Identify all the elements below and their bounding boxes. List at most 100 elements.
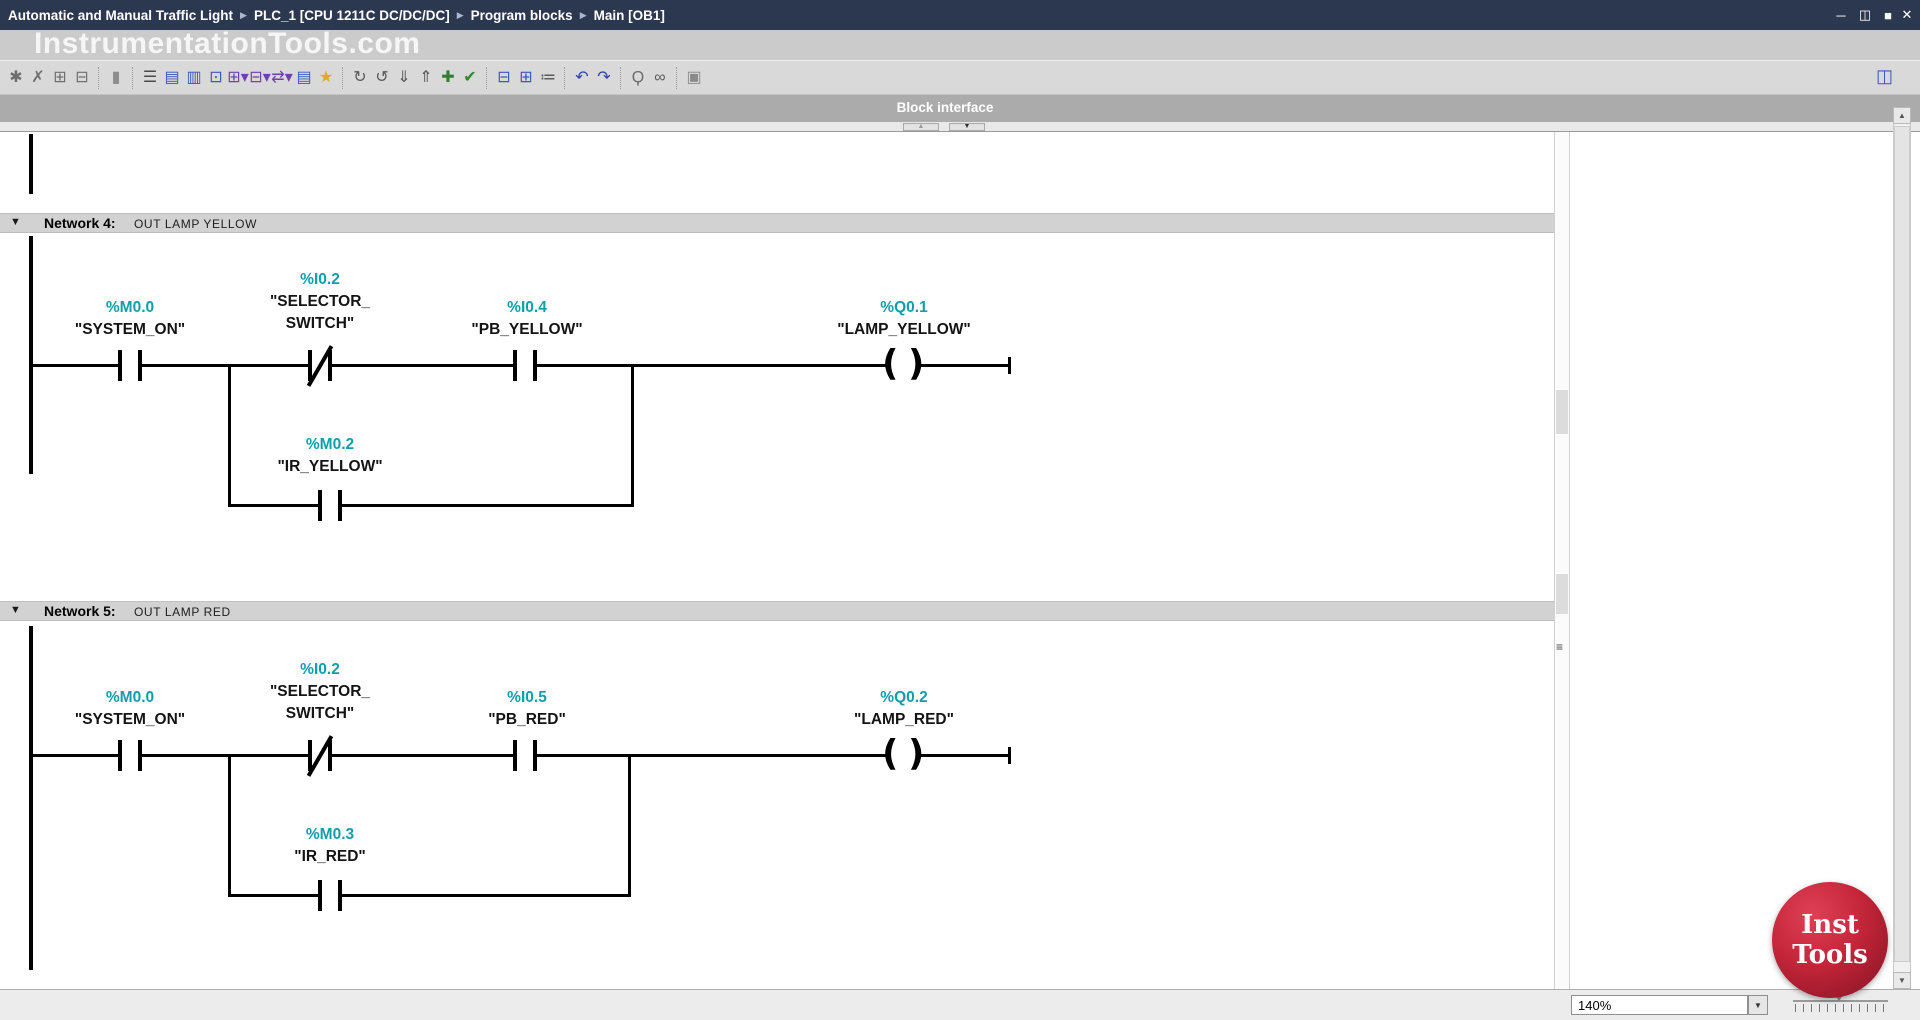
network-comments-toggle-icon[interactable]: ▥ bbox=[186, 68, 202, 86]
network4-header[interactable] bbox=[0, 213, 1554, 233]
collapse-all-networks-icon[interactable]: ⊟ bbox=[497, 68, 511, 86]
interface-expand-button[interactable]: ▲ bbox=[903, 123, 939, 131]
no-contact-symbol[interactable] bbox=[533, 350, 537, 381]
split-editor-icon[interactable]: ◫ bbox=[1876, 66, 1894, 86]
favorites-pane-toggle-icon[interactable]: ▤ bbox=[296, 68, 312, 86]
editor-toolbar: ✱✗⊞⊟▮☰▤▥⊡⊞▾⊟▾⇄▾▤★↻↺⇓⇑✚✔⊟⊞≔↶↷Ϙ∞▣ bbox=[0, 60, 1920, 94]
go-to-previous-icon[interactable]: ↶ bbox=[575, 68, 589, 86]
load-actual-values-icon[interactable]: ✚ bbox=[441, 68, 455, 86]
branch-wire bbox=[628, 755, 631, 897]
breadcrumb-program-blocks[interactable]: Program blocks bbox=[470, 7, 573, 23]
no-contact-symbol[interactable] bbox=[513, 740, 517, 771]
no-contact-symbol[interactable] bbox=[118, 350, 122, 381]
operand-name: "SELECTOR_ bbox=[269, 683, 371, 700]
download-snapshots-icon[interactable]: ⇓ bbox=[397, 68, 411, 86]
operand-address: %M0.0 bbox=[105, 689, 155, 706]
keep-actual-values-icon[interactable]: ▮ bbox=[111, 68, 121, 86]
operand-name: "SELECTOR_ bbox=[269, 293, 371, 310]
branch-wire bbox=[228, 755, 231, 897]
operand-name: "SYSTEM_ON" bbox=[74, 711, 186, 728]
breadcrumb-arrow-icon: ▶ bbox=[456, 9, 464, 20]
favorites-icon[interactable]: ★ bbox=[318, 68, 334, 86]
no-contact-symbol[interactable] bbox=[118, 740, 122, 771]
retentive-memory-icon[interactable]: ▣ bbox=[686, 68, 702, 86]
network5-header[interactable] bbox=[0, 601, 1554, 621]
upload-snapshots-icon[interactable]: ⇑ bbox=[419, 68, 433, 86]
network5-comment: OUT LAMP RED bbox=[134, 605, 231, 619]
zoom-dropdown-button[interactable]: ▼ bbox=[1748, 995, 1768, 1015]
network4-title: Network 4: bbox=[44, 215, 116, 231]
free-form-comments-icon[interactable]: ⊡ bbox=[209, 68, 223, 86]
insert-network-icon[interactable]: ✱ bbox=[9, 68, 23, 86]
nc-contact-symbol[interactable] bbox=[308, 350, 312, 381]
go-to-next-icon[interactable]: ↷ bbox=[597, 68, 611, 86]
no-contact-symbol[interactable] bbox=[513, 350, 517, 381]
contact-gap bbox=[122, 752, 138, 759]
no-contact-symbol[interactable] bbox=[338, 490, 342, 521]
operand-representation-icon[interactable]: ⇄▾ bbox=[271, 68, 293, 86]
splitter-handle[interactable] bbox=[1556, 574, 1568, 614]
network5-collapse-icon[interactable]: ▼ bbox=[10, 604, 21, 616]
coil-symbol[interactable]: ) bbox=[908, 343, 925, 384]
operand-name: "SYSTEM_ON" bbox=[74, 321, 186, 338]
operand-name: "LAMP_RED" bbox=[854, 711, 954, 728]
no-contact-symbol[interactable] bbox=[318, 880, 322, 911]
find-replace-icon[interactable]: Ϙ bbox=[631, 68, 645, 86]
open-all-networks-icon[interactable]: ⊞ bbox=[519, 68, 533, 86]
branch-wire bbox=[228, 365, 231, 507]
operand-address: %M0.2 bbox=[305, 436, 355, 453]
nc-contact-symbol[interactable] bbox=[308, 740, 312, 771]
synchronize-icon[interactable]: ↺ bbox=[375, 68, 389, 86]
logo-text-line2: Tools bbox=[1792, 940, 1868, 970]
close-all-networks-icon[interactable]: ≔ bbox=[540, 68, 556, 86]
delete-network-icon[interactable]: ✗ bbox=[31, 68, 45, 86]
zoom-level-field[interactable]: 140% bbox=[1571, 995, 1748, 1015]
interface-collapse-button[interactable]: ▼ bbox=[949, 123, 985, 131]
scrollbar-thumb[interactable] bbox=[1894, 126, 1910, 962]
nc-contact-symbol[interactable] bbox=[328, 350, 332, 381]
empty-box-instruction-icon[interactable]: ⊞▾ bbox=[227, 68, 249, 86]
comment-box-instruction-icon[interactable]: ⊟▾ bbox=[249, 68, 271, 86]
maximize-button[interactable]: ■ bbox=[1884, 7, 1892, 23]
contact-gap bbox=[517, 362, 533, 369]
absolute-symbolic-operands-icon[interactable]: ☰ bbox=[142, 68, 158, 86]
power-rail bbox=[29, 626, 33, 970]
ladder-canvas bbox=[0, 132, 1893, 989]
zoom-slider-track[interactable] bbox=[1793, 1000, 1888, 1002]
pane-splitter[interactable] bbox=[1554, 132, 1570, 989]
power-rail bbox=[29, 236, 33, 474]
update-block-calls-icon[interactable]: ↻ bbox=[353, 68, 367, 86]
splitter-handle[interactable] bbox=[1556, 390, 1568, 434]
block-interface-bar[interactable] bbox=[0, 94, 1920, 123]
no-contact-symbol[interactable] bbox=[318, 490, 322, 521]
insert-row-icon[interactable]: ⊞ bbox=[53, 68, 67, 86]
no-contact-symbol[interactable] bbox=[138, 350, 142, 381]
coil-symbol[interactable]: ( bbox=[882, 733, 899, 774]
compile-icon[interactable]: ✔ bbox=[463, 68, 477, 86]
network-titles-toggle-icon[interactable]: ▤ bbox=[164, 68, 180, 86]
close-button[interactable]: ✕ bbox=[1901, 7, 1913, 22]
insert-column-icon[interactable]: ⊟ bbox=[75, 68, 89, 86]
no-contact-symbol[interactable] bbox=[533, 740, 537, 771]
operand-address: %I0.2 bbox=[300, 271, 340, 288]
title-bar: Automatic and Manual Traffic Light ▶ PLC… bbox=[0, 0, 1920, 30]
scroll-down-button[interactable]: ▼ bbox=[1893, 972, 1911, 989]
nc-contact-symbol[interactable] bbox=[328, 740, 332, 771]
breadcrumb-plc[interactable]: PLC_1 [CPU 1211C DC/DC/DC] bbox=[253, 7, 450, 23]
operand-name: "IR_RED" bbox=[294, 848, 366, 865]
coil-symbol[interactable]: ( bbox=[882, 343, 899, 384]
zoom-slider-handle[interactable] bbox=[1834, 994, 1844, 1001]
no-contact-symbol[interactable] bbox=[138, 740, 142, 771]
coil-symbol[interactable]: ) bbox=[908, 733, 925, 774]
breadcrumb-project[interactable]: Automatic and Manual Traffic Light bbox=[8, 7, 234, 23]
network4-collapse-icon[interactable]: ▼ bbox=[10, 216, 21, 228]
splitter-grip-icon[interactable]: ≡ bbox=[1556, 640, 1564, 654]
coil-gap bbox=[886, 361, 918, 370]
no-contact-symbol[interactable] bbox=[338, 880, 342, 911]
monitoring-glasses-icon[interactable]: ∞ bbox=[654, 68, 666, 86]
scroll-up-button[interactable]: ▲ bbox=[1893, 107, 1911, 124]
breadcrumb-main-ob1[interactable]: Main [OB1] bbox=[593, 7, 665, 23]
restore-button[interactable]: ◫ bbox=[1858, 7, 1872, 22]
minimize-button[interactable]: ─ bbox=[1836, 7, 1846, 23]
